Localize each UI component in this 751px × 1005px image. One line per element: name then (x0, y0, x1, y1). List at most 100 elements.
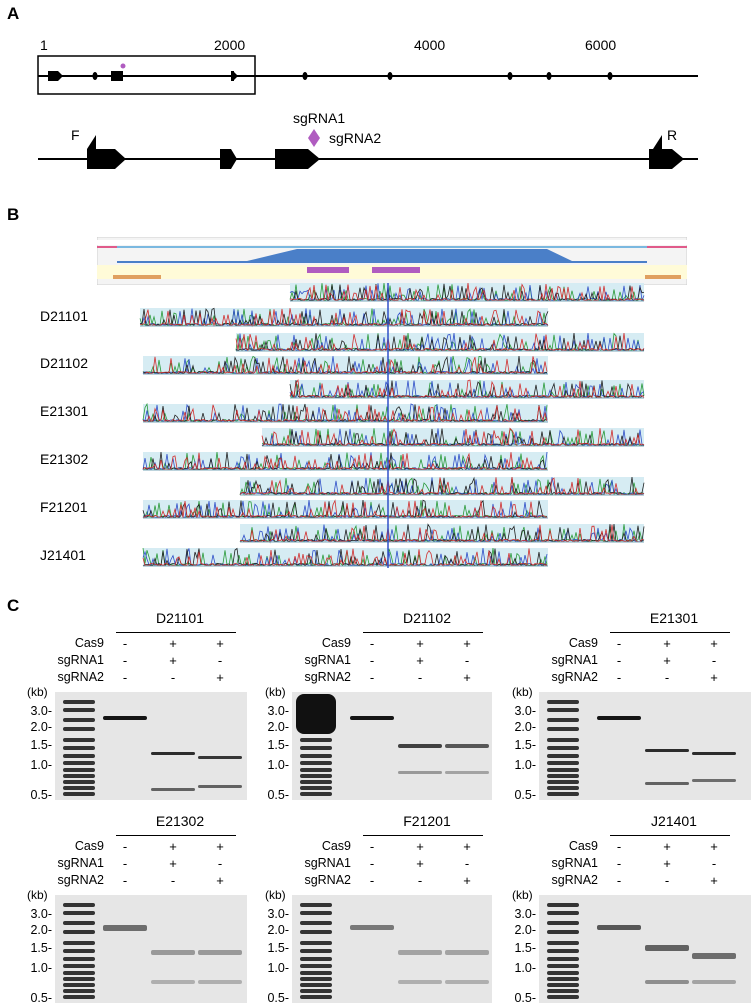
sample-label-e21302: E21302 (40, 451, 89, 467)
gel-title: J21401 (651, 813, 697, 829)
gel-condition-sign: - (369, 670, 375, 685)
ladder-band (63, 727, 95, 731)
sample-label-d21102: D21102 (40, 355, 89, 371)
kb-axis-label: (kb) (265, 888, 286, 902)
ladder-band (63, 930, 95, 934)
kb-axis-label: (kb) (27, 888, 48, 902)
kb-tick-label: 1.5- (514, 738, 536, 752)
ladder-band (547, 792, 579, 796)
gel-row-label: Cas9 (321, 636, 351, 650)
kb-tick-label: 2.0- (267, 923, 289, 937)
trace-line (239, 477, 645, 496)
ladder-band (63, 977, 95, 981)
dna-ladder (296, 694, 336, 798)
dna-ladder (63, 897, 95, 1001)
ladder-band (63, 738, 95, 742)
gel-condition-sign: - (122, 653, 128, 668)
gel-condition-sign: - (369, 856, 375, 871)
gel-title-underline (116, 632, 236, 633)
gel-condition-sign: + (710, 636, 718, 651)
ladder-band (63, 786, 95, 790)
primer-f-label: F (71, 127, 80, 143)
gel-row-label: sgRNA1 (551, 653, 598, 667)
kb-tick-label: 1.5- (514, 941, 536, 955)
kb-tick-label: 2.0- (514, 923, 536, 937)
gel-condition-sign: - (616, 653, 622, 668)
kb-tick-label: 1.0- (514, 961, 536, 975)
ladder-band (300, 941, 332, 945)
gel-image (539, 895, 751, 1003)
scale-label-1: 1 (40, 37, 48, 53)
gel-condition-sign: - (616, 856, 622, 871)
ladder-band (547, 708, 579, 712)
ladder-band (63, 911, 95, 915)
ladder-band (300, 768, 332, 772)
ladder-band (547, 995, 579, 999)
gel-condition-sign: + (416, 653, 424, 668)
ladder-band (547, 780, 579, 784)
gel-row-label: sgRNA2 (57, 873, 104, 887)
panel-label-c: C (7, 596, 20, 615)
ladder-band (547, 983, 579, 987)
kb-tick-label: 1.0- (267, 961, 289, 975)
sgrna2-label: sgRNA2 (329, 130, 382, 146)
gel-condition-sign: - (417, 670, 423, 685)
ladder-band (300, 971, 332, 975)
gel-condition-sign: - (417, 873, 423, 888)
kb-tick-label: 3.0- (267, 907, 289, 921)
gel-row-label: sgRNA2 (57, 670, 104, 684)
primer-r-label: R (667, 127, 678, 143)
gel-band (445, 771, 489, 774)
ladder-band (63, 708, 95, 712)
gel-condition-sign: - (464, 653, 470, 668)
ladder-band (547, 786, 579, 790)
ladder-band (300, 957, 332, 961)
gel-band (103, 925, 147, 931)
gel-row-label: sgRNA2 (304, 670, 351, 684)
gel-condition-sign: - (664, 670, 670, 685)
kb-tick-label: 1.0- (514, 758, 536, 772)
ladder-band (300, 989, 332, 993)
gel-row-label: sgRNA2 (551, 873, 598, 887)
panel-label-b: B (7, 205, 20, 224)
gel-condition-sign: - (369, 873, 375, 888)
ladder-band (547, 718, 579, 722)
ladder-band (63, 957, 95, 961)
kb-tick-label: 3.0- (30, 907, 52, 921)
gel-condition-sign: + (663, 839, 671, 854)
gel-condition-sign: - (217, 856, 223, 871)
gel-row-label: sgRNA2 (551, 670, 598, 684)
ladder-band (547, 957, 579, 961)
ladder-band (296, 694, 336, 734)
panel-label-a: A (7, 4, 20, 23)
trace-line (289, 283, 645, 302)
trace-line (142, 452, 548, 471)
gel-title: D21101 (155, 610, 204, 626)
ladder-band (63, 983, 95, 987)
ladder-band (300, 995, 332, 999)
gel-title: E21301 (649, 610, 699, 626)
kb-tick-label: 0.5- (30, 991, 52, 1005)
gene-map-zoom (38, 129, 698, 169)
gel-condition-sign: + (216, 839, 224, 854)
gel-condition-sign: + (663, 653, 671, 668)
gel-band (398, 980, 442, 984)
chromatogram-traces (139, 283, 645, 568)
trace-background (240, 524, 644, 542)
gel-condition-sign: + (169, 856, 177, 871)
gel-row-label: sgRNA1 (304, 856, 351, 870)
kb-tick-label: 2.0- (30, 923, 52, 937)
kb-tick-label: 1.5- (267, 738, 289, 752)
gel-condition-sign: - (616, 636, 622, 651)
trace-line (239, 524, 645, 543)
gel-condition-sign: - (369, 839, 375, 854)
gel-band (398, 771, 442, 774)
ladder-band (63, 792, 95, 796)
gel-condition-sign: - (664, 873, 670, 888)
gel-title-underline (610, 835, 730, 836)
gel-band (151, 980, 195, 984)
gel-row-label: sgRNA1 (57, 856, 104, 870)
gel-condition-sign: + (416, 636, 424, 651)
scale-label-2000: 2000 (214, 37, 246, 53)
ladder-band (63, 768, 95, 772)
